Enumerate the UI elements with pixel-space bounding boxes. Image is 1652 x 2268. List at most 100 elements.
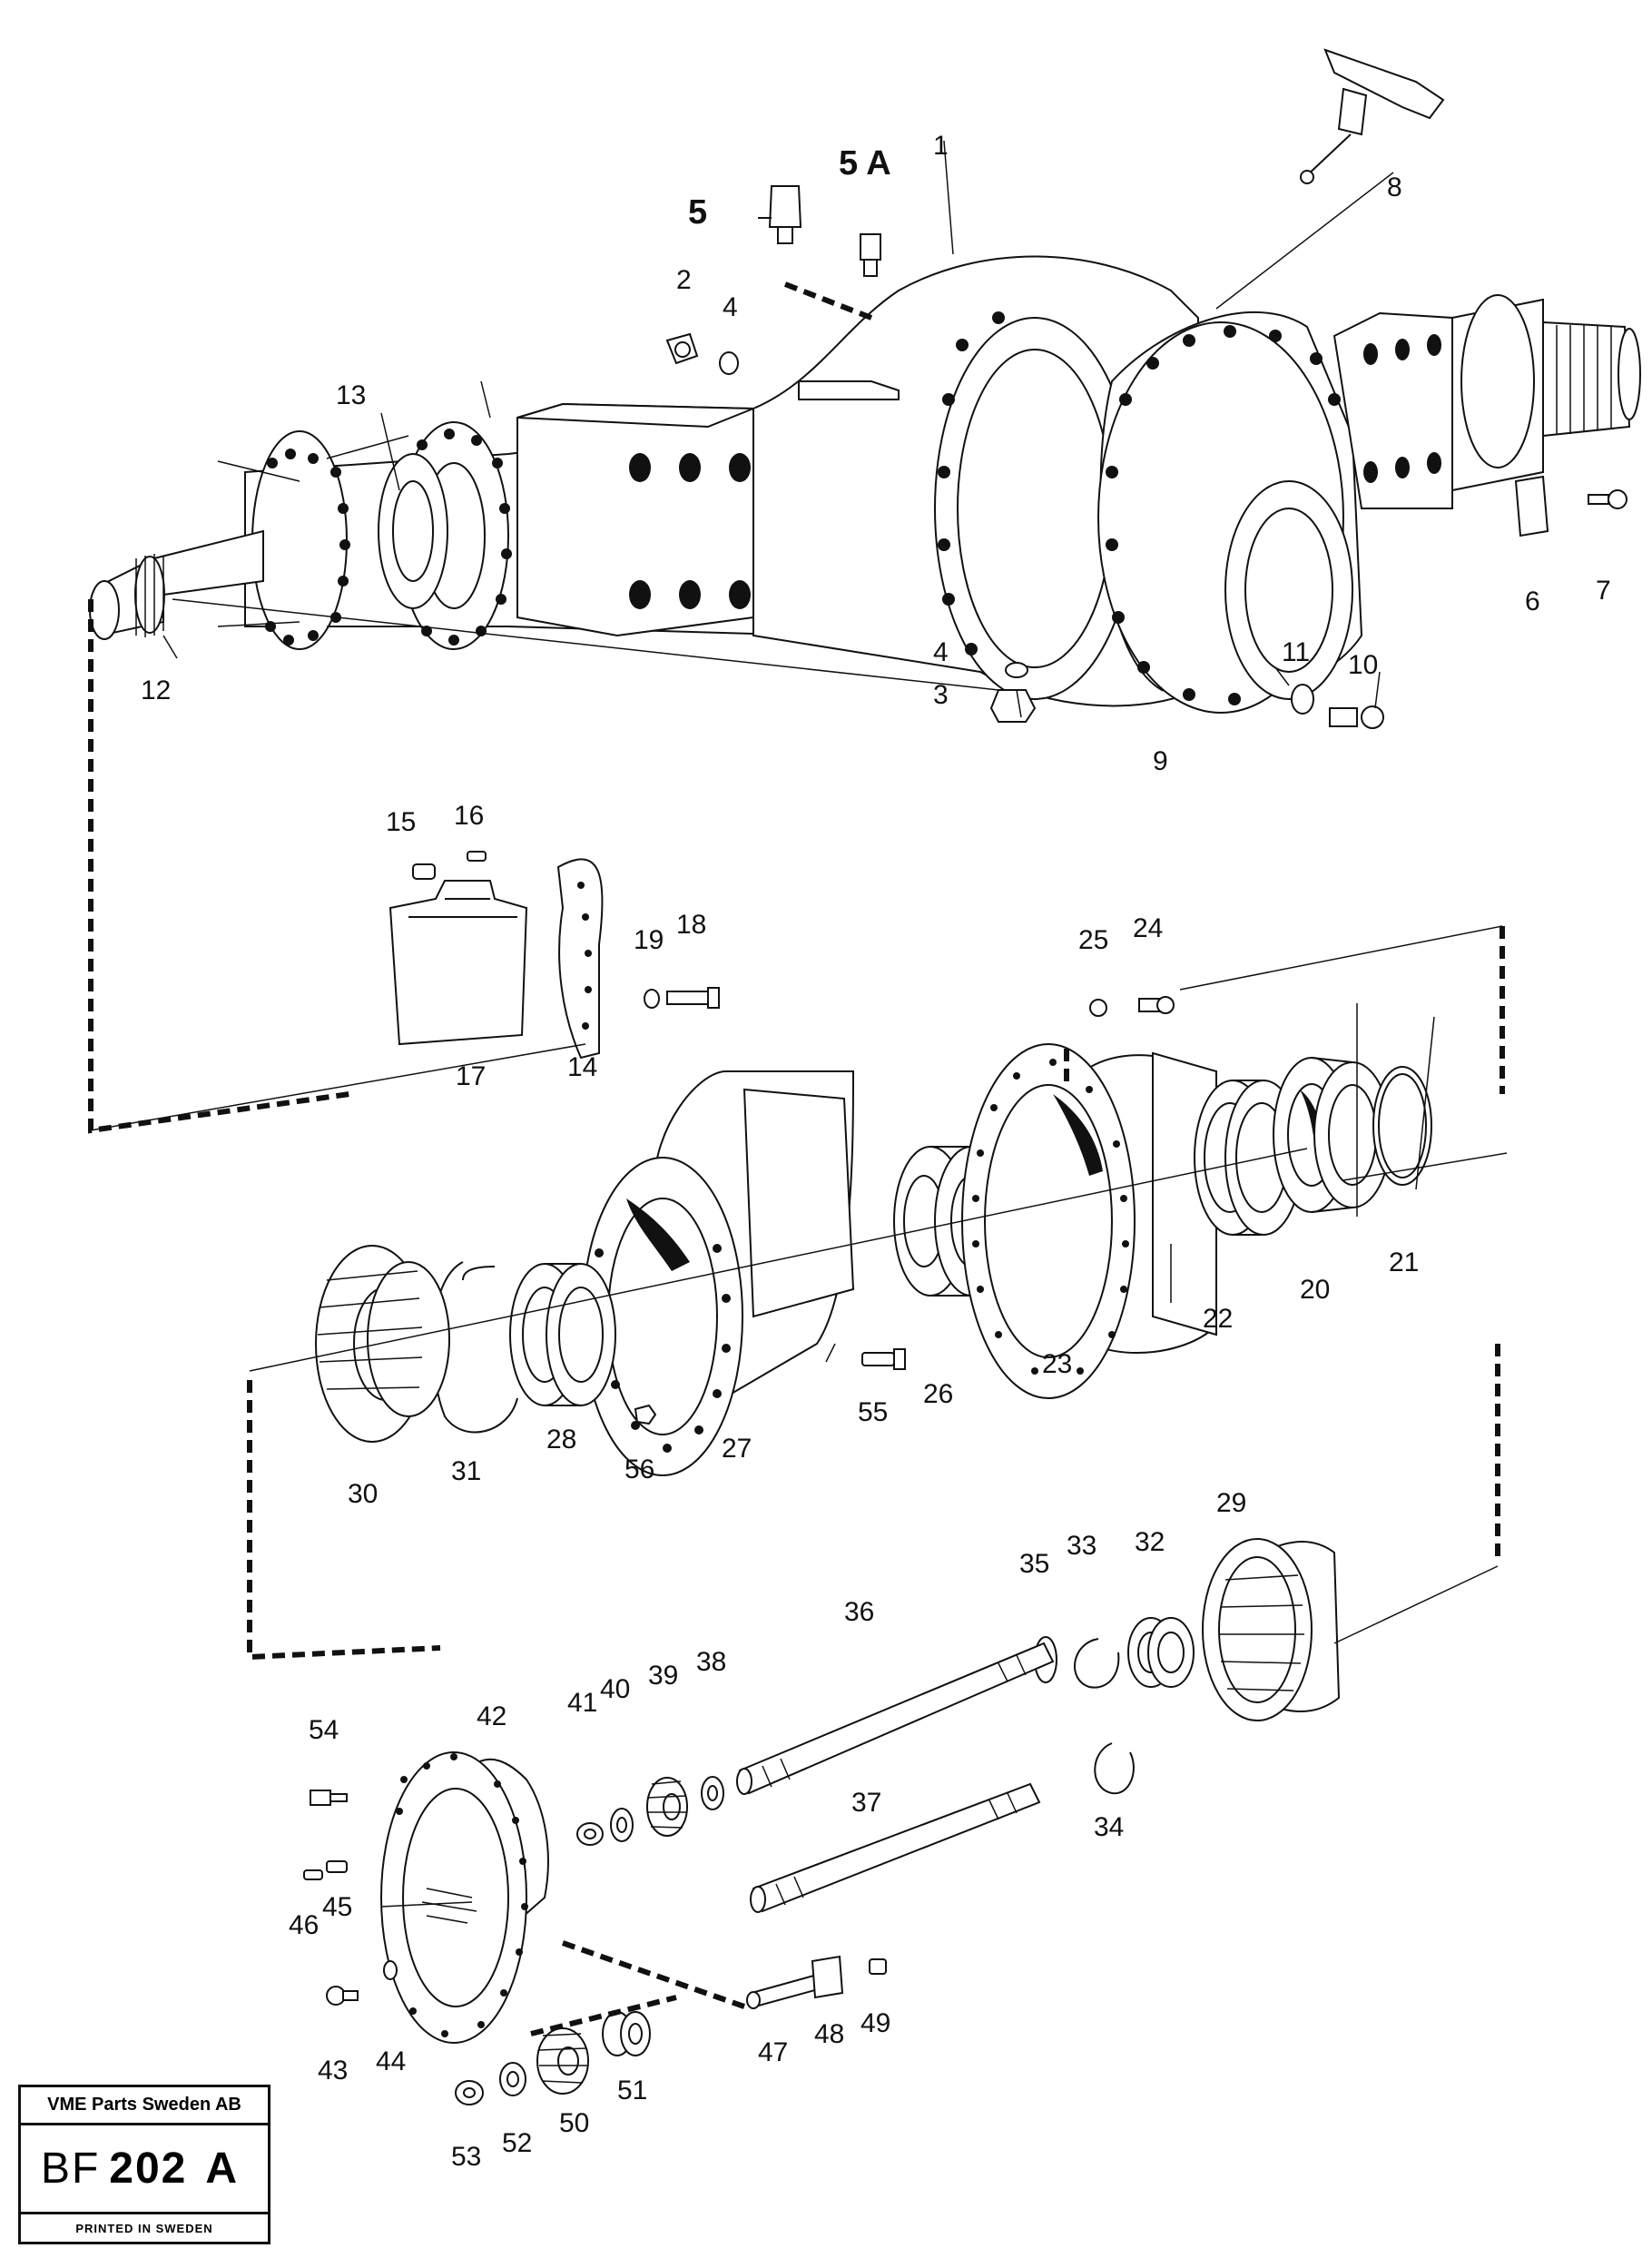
bracket-14: [556, 858, 604, 1060]
cover-6: [1514, 475, 1549, 537]
label-36: 36: [844, 1597, 874, 1627]
needle-bearing-51: [602, 2011, 651, 2056]
screw-54: [310, 1790, 348, 1806]
washer-41: [576, 1822, 604, 1846]
label-52: 52: [502, 2128, 532, 2158]
bearing-20: [1273, 1057, 1391, 1213]
label-45: 45: [322, 1892, 352, 1922]
label-19: 19: [634, 925, 664, 955]
snap-ring-34: [1094, 1742, 1135, 1795]
label-17: 17: [456, 1061, 486, 1091]
label-27: 27: [722, 1434, 752, 1464]
washer-53: [455, 2080, 484, 2105]
bearing-32: [1127, 1617, 1195, 1688]
label-20: 20: [1300, 1275, 1330, 1305]
label-5: 5: [688, 193, 707, 232]
ring-gear-30: [315, 1245, 450, 1443]
lock-plate-48: [811, 1955, 844, 1999]
brake-disc-23: [961, 1043, 1217, 1399]
label-53: 53: [451, 2142, 481, 2172]
part-labels: 1 2 3 4 4 5 5 A 6 7 8 9 10 11 12 13 14 1…: [141, 131, 1611, 2172]
brake-caliper-17: [388, 880, 528, 1046]
company-name: VME Parts Sweden AB: [21, 2087, 268, 2125]
plug-3: [989, 689, 1037, 723]
washer-4-top: [719, 351, 739, 375]
label-39: 39: [648, 1661, 678, 1691]
washer-25: [1089, 999, 1107, 1017]
label-44: 44: [376, 2046, 406, 2076]
label-25: 25: [1078, 925, 1108, 955]
label-54: 54: [309, 1715, 339, 1745]
label-50: 50: [559, 2108, 589, 2138]
valve-55: [861, 1348, 906, 1370]
drawing-code: BF 202 A: [21, 2125, 268, 2214]
sensor-5a: [860, 233, 881, 277]
label-12: 12: [141, 675, 171, 705]
label-4a: 4: [723, 292, 738, 322]
label-48: 48: [814, 2019, 844, 2049]
label-29: 29: [1216, 1488, 1246, 1518]
label-42: 42: [477, 1701, 506, 1731]
pin-45: [326, 1860, 348, 1873]
plug-2: [665, 332, 699, 365]
screw-7: [1588, 489, 1627, 509]
pin-46: [303, 1869, 323, 1880]
label-13: 13: [336, 380, 366, 410]
washer-40: [610, 1808, 634, 1842]
planet-ring-29: [1202, 1538, 1341, 1721]
washer-38: [701, 1776, 724, 1810]
washer-19: [644, 989, 660, 1009]
bearing-28: [509, 1263, 616, 1406]
printed-note: PRINTED IN SWEDEN: [75, 2221, 213, 2235]
bolt-15: [412, 863, 436, 880]
label-47: 47: [758, 2037, 788, 2067]
screw-49: [869, 1958, 887, 1975]
label-18: 18: [676, 910, 706, 940]
label-40: 40: [600, 1674, 630, 1704]
label-30: 30: [348, 1479, 378, 1509]
label-23: 23: [1042, 1349, 1072, 1379]
label-16: 16: [454, 801, 484, 831]
washer-52: [499, 2062, 526, 2096]
bolt-10: [1329, 705, 1384, 729]
code-number: 202: [109, 2145, 188, 2193]
label-3: 3: [933, 680, 949, 710]
planet-carrier-42: [380, 1751, 549, 2044]
planet-gear-39: [646, 1777, 688, 1837]
label-9: 9: [1153, 746, 1168, 776]
sensor-5: [758, 185, 802, 244]
washer-44: [383, 1960, 398, 1980]
dipstick-8: [1300, 48, 1445, 184]
label-1: 1: [933, 131, 949, 161]
snap-ring-33: [1074, 1638, 1120, 1689]
label-14: 14: [567, 1052, 597, 1082]
label-49: 49: [860, 2008, 890, 2038]
label-22: 22: [1203, 1304, 1233, 1334]
code-prefix: BF: [40, 2145, 101, 2193]
label-6: 6: [1525, 587, 1540, 616]
label-5a: 5 A: [839, 144, 891, 182]
label-28: 28: [546, 1425, 576, 1454]
label-43: 43: [318, 2056, 348, 2086]
label-51: 51: [617, 2076, 647, 2105]
label-21: 21: [1389, 1247, 1419, 1277]
label-33: 33: [1067, 1531, 1096, 1561]
hub-27: [582, 1070, 855, 1476]
label-7: 7: [1596, 576, 1611, 606]
seal-21: [1372, 1066, 1432, 1186]
label-55: 55: [858, 1397, 888, 1427]
label-31: 31: [451, 1456, 481, 1486]
label-34: 34: [1094, 1812, 1124, 1842]
label-56: 56: [624, 1454, 654, 1484]
label-15: 15: [386, 807, 416, 837]
title-block: VME Parts Sweden AB BF 202 A PRINTED IN …: [18, 2085, 270, 2244]
label-26: 26: [923, 1379, 953, 1409]
code-suffix: A: [205, 2145, 240, 2193]
pin-47: [746, 1973, 823, 2009]
screw-43: [326, 1986, 359, 2006]
leader-lines: [90, 140, 1508, 1908]
label-37: 37: [851, 1788, 881, 1818]
label-10: 10: [1348, 650, 1378, 680]
label-32: 32: [1135, 1527, 1165, 1557]
